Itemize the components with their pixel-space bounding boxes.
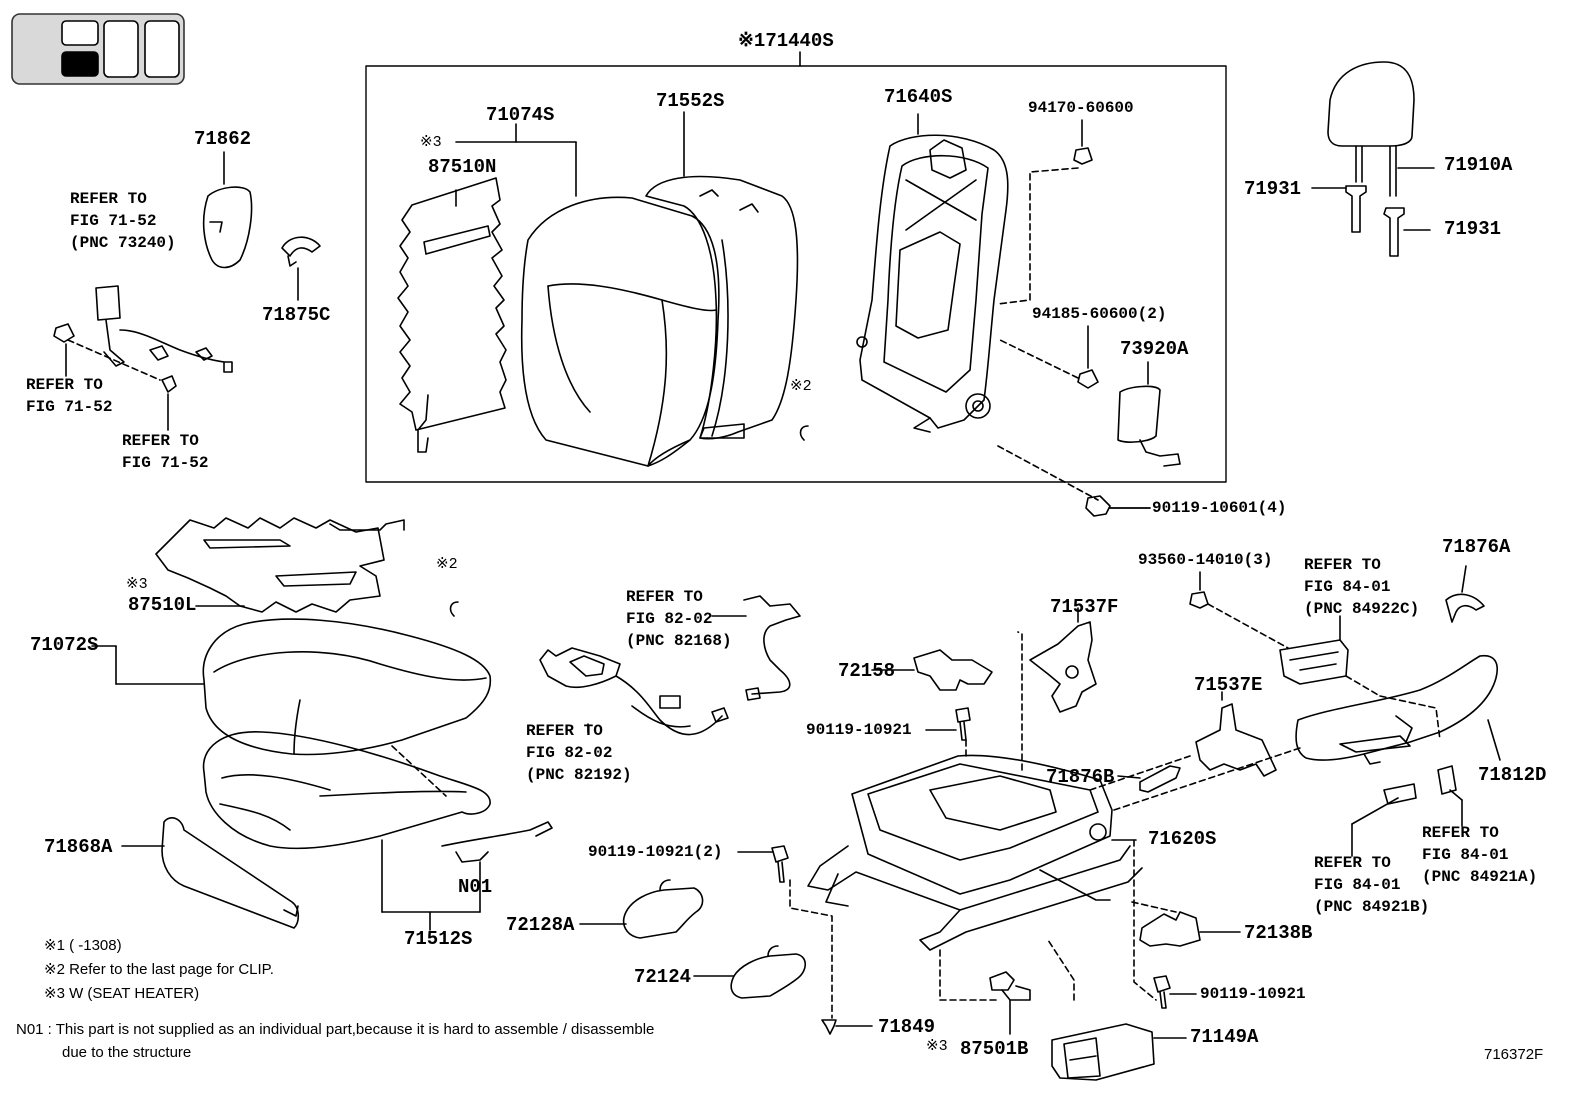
nut-94170-icon (997, 119, 1093, 305)
label-71876B: 71876B (1046, 766, 1115, 788)
label-94170-60600: 94170-60600 (1028, 99, 1134, 117)
label-71931-b: 71931 (1444, 218, 1502, 240)
seatback-cover-drawing (455, 123, 720, 467)
view-thumbnail-icon (11, 13, 185, 85)
label-71931-a: 71931 (1244, 178, 1302, 200)
seat-harness-drawing (539, 595, 801, 736)
footnote-2: ※2 Refer to the last page for CLIP. (44, 961, 274, 978)
clip-icon (449, 425, 809, 617)
cover-71537F-drawing (1029, 607, 1097, 713)
refer-to-fig-82-02-pnc-82168: REFER TO FIG 82-02 (PNC 82168) (626, 588, 732, 650)
footnote-1: ※1 ( -1308) (44, 937, 122, 954)
label-71537F: 71537F (1050, 596, 1119, 618)
side-shield-71812D-drawing (1295, 654, 1501, 765)
label-87510N: 87510N (428, 156, 497, 178)
label-72128A: 72128A (506, 914, 575, 936)
cushion-trim-71868A-drawing (121, 817, 300, 929)
footnote-N01: N01 : This part is not supplied as an in… (16, 1021, 655, 1038)
label-71620S: 71620S (1148, 828, 1217, 850)
cover-72128A-drawing (579, 879, 704, 939)
refer-to-fig-82-02-pnc-82192: REFER TO FIG 82-02 (PNC 82192) (526, 722, 632, 784)
label-90119-10921-a: 90119-10921 (806, 721, 912, 739)
label-71812D: 71812D (1478, 764, 1547, 786)
side-airbag-drawing (997, 361, 1181, 501)
cushion-heater-sheet-drawing (155, 517, 405, 613)
label-71640S: 71640S (884, 86, 953, 108)
cushion-cover-drawing (91, 618, 492, 756)
label-87501B: 87501B (960, 1038, 1029, 1060)
footnote-3: ※3 W (SEAT HEATER) (44, 985, 200, 1002)
label-87510N-mark: ※3 (420, 134, 442, 151)
knob-84921B-drawing (1351, 783, 1417, 857)
label-71849: 71849 (878, 1016, 936, 1038)
label-90119-10921-b: 90119-10921 (1200, 985, 1306, 1003)
diagram-id: 716372F (1484, 1046, 1544, 1063)
headrest-71910A-drawing (1327, 61, 1435, 197)
nut-94185-icon (999, 325, 1099, 389)
refer-to-fig-84-01-pnc-84922C: REFER TO FIG 84-01 (PNC 84922C) (1304, 556, 1420, 618)
label-71876A: 71876A (1442, 536, 1511, 558)
label-clip-mark-lower: ※2 (436, 556, 458, 573)
cover-71537E-drawing (1195, 691, 1277, 777)
footnote-N01-continued: due to the structure (62, 1044, 192, 1061)
label-71875C: 71875C (262, 304, 331, 326)
label-72138B: 72138B (1244, 922, 1313, 944)
label-N01: N01 (458, 876, 493, 898)
screw-93560-icon (1189, 571, 1289, 649)
harness-N01-drawing (441, 821, 553, 913)
label-87510L-mark: ※3 (126, 576, 148, 593)
label-71868A: 71868A (44, 836, 113, 858)
cover-72124-drawing (693, 945, 807, 999)
label-71862: 71862 (194, 128, 252, 150)
label-71440S: ※171440S (738, 30, 834, 52)
refer-to-fig-84-01-pnc-84921A: REFER TO FIG 84-01 (PNC 84921A) (1422, 824, 1538, 886)
bolt-90119-10921-2-icon (737, 845, 789, 883)
refer-to-fig-84-01-pnc-84921B: REFER TO FIG 84-01 (PNC 84921B) (1314, 854, 1430, 916)
label-71072S: 71072S (30, 634, 99, 656)
label-73920A: 73920A (1120, 338, 1189, 360)
refer-to-fig-71-52-left: REFER TO FIG 71-52 (26, 376, 113, 416)
switch-84922C-drawing (1279, 615, 1381, 697)
headrest-support-71931-icon (1311, 185, 1431, 257)
label-90119-10601: 90119-10601(4) (1152, 499, 1287, 517)
cushion-pad-drawing (202, 731, 491, 931)
knob-84921A-drawing (1437, 765, 1463, 827)
seat-track-frame-drawing (789, 631, 1301, 1019)
bolt-90119-10921-icon (925, 707, 971, 741)
label-93560-14010: 93560-14010(3) (1138, 551, 1273, 569)
label-71512S: 71512S (404, 928, 473, 950)
label-94185-60600: 94185-60600(2) (1032, 305, 1167, 323)
seatback-pad-drawing (645, 111, 799, 440)
label-71149A: 71149A (1190, 1026, 1259, 1048)
cover-71876A-drawing (1445, 565, 1485, 623)
refer-to-fig-71-52-pnc-73240: REFER TO FIG 71-52 (PNC 73240) (70, 190, 176, 252)
bolt-90119-10921-b-icon (1153, 975, 1197, 1009)
belt-cover-71862-drawing (202, 151, 253, 269)
cover-71149A-drawing (1051, 1023, 1187, 1081)
label-87501B-mark: ※3 (926, 1038, 948, 1055)
label-71910A: 71910A (1444, 154, 1513, 176)
label-clip-mark-upper: ※2 (790, 378, 812, 395)
label-90119-10921-2: 90119-10921(2) (588, 843, 723, 861)
label-72158: 72158 (838, 660, 896, 682)
label-71074S: 71074S (486, 104, 555, 126)
refer-to-fig-71-52-bottom: REFER TO FIG 71-52 (122, 432, 209, 472)
cover-72138B-drawing (1139, 911, 1241, 947)
label-87510L: 87510L (128, 594, 197, 616)
cover-72158-drawing (871, 649, 993, 691)
sensor-87501B-drawing (989, 971, 1031, 1035)
seatback-frame-drawing (856, 113, 1009, 433)
seatback-assembly-box (365, 51, 1227, 483)
seatback-heater-sheet-drawing (397, 177, 507, 453)
clip-71849-icon (821, 1019, 873, 1035)
cover-71875C-drawing (281, 236, 321, 301)
cover-71876B-drawing (1117, 765, 1181, 793)
label-71537E: 71537E (1194, 674, 1263, 696)
seatbelt-buckle-drawing (53, 285, 233, 431)
label-72124: 72124 (634, 966, 692, 988)
label-71552S: 71552S (656, 90, 725, 112)
